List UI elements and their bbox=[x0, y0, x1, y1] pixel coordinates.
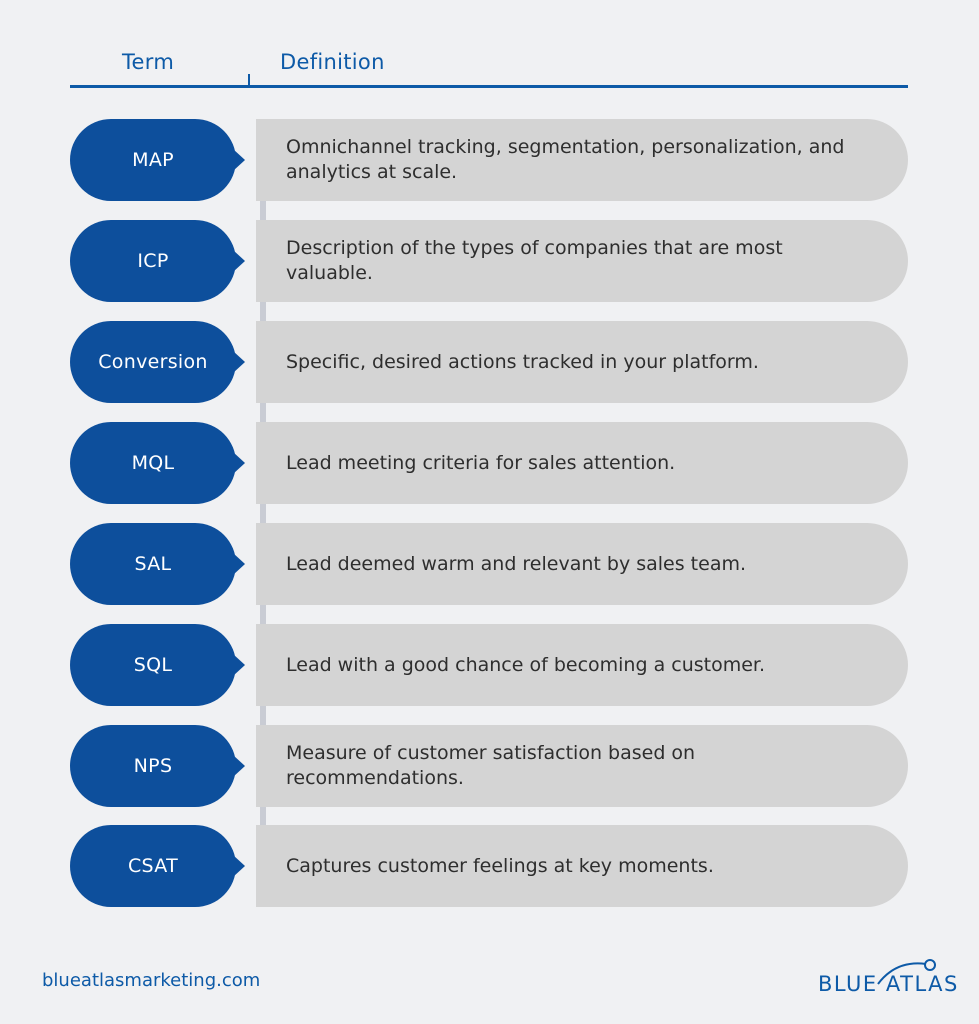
glossary-row-sql: Lead with a good chance of becoming a cu… bbox=[70, 624, 908, 706]
definition-text: Description of the types of companies th… bbox=[286, 237, 783, 284]
glossary-row-conversion: Specific, desired actions tracked in you… bbox=[70, 321, 908, 403]
definition-cell: Description of the types of companies th… bbox=[256, 220, 908, 302]
definition-text: Specific, desired actions tracked in you… bbox=[286, 350, 759, 373]
arrow-pointer-icon bbox=[233, 149, 245, 171]
term-text: MAP bbox=[132, 149, 174, 171]
header-definition-label: Definition bbox=[280, 50, 385, 74]
term-pill: CSAT bbox=[70, 825, 236, 907]
term-pill: Conversion bbox=[70, 321, 236, 403]
definition-cell: Measure of customer satisfaction based o… bbox=[256, 725, 908, 807]
definition-text: Lead meeting criteria for sales attentio… bbox=[286, 451, 676, 474]
blue-atlas-logo: BLUE ATLAS bbox=[818, 956, 957, 1000]
arrow-pointer-icon bbox=[233, 351, 245, 373]
term-text: SAL bbox=[134, 553, 172, 575]
definition-cell: Lead deemed warm and relevant by sales t… bbox=[256, 523, 908, 605]
definition-cell: Lead meeting criteria for sales attentio… bbox=[256, 422, 908, 504]
term-pill: SAL bbox=[70, 523, 236, 605]
glossary-row-mql: Lead meeting criteria for sales attentio… bbox=[70, 422, 908, 504]
term-text: Conversion bbox=[98, 351, 208, 373]
term-text: NPS bbox=[133, 755, 173, 777]
glossary-row-nps: Measure of customer satisfaction based o… bbox=[70, 725, 908, 807]
vertical-divider bbox=[260, 119, 266, 907]
arrow-pointer-icon bbox=[233, 250, 245, 272]
table-header: Term Definition bbox=[70, 48, 908, 88]
logo-text: BLUE ATLAS bbox=[818, 972, 959, 996]
glossary-row-csat: Captures customer feelings at key moment… bbox=[70, 825, 908, 907]
term-pill: ICP bbox=[70, 220, 236, 302]
term-pill: MAP bbox=[70, 119, 236, 201]
arrow-pointer-icon bbox=[233, 755, 245, 777]
website-link[interactable]: blueatlasmarketing.com bbox=[42, 970, 261, 991]
definition-text: Omnichannel tracking, segmentation, pers… bbox=[286, 136, 845, 183]
definition-cell: Lead with a good chance of becoming a cu… bbox=[256, 624, 908, 706]
term-text: MQL bbox=[131, 452, 175, 474]
definition-text: Lead deemed warm and relevant by sales t… bbox=[286, 552, 747, 575]
term-text: CSAT bbox=[127, 855, 178, 877]
term-text: SQL bbox=[133, 654, 173, 676]
glossary-row-map: Omnichannel tracking, segmentation, pers… bbox=[70, 119, 908, 201]
term-pill: MQL bbox=[70, 422, 236, 504]
arrow-pointer-icon bbox=[233, 553, 245, 575]
term-pill: SQL bbox=[70, 624, 236, 706]
definition-text: Measure of customer satisfaction based o… bbox=[286, 742, 696, 789]
header-divider-tick bbox=[248, 74, 250, 86]
glossary-row-sal: Lead deemed warm and relevant by sales t… bbox=[70, 523, 908, 605]
header-term-label: Term bbox=[122, 50, 175, 74]
globe-arc-icon bbox=[877, 959, 936, 985]
term-text: ICP bbox=[137, 250, 169, 272]
arrow-pointer-icon bbox=[233, 654, 245, 676]
definition-cell: Omnichannel tracking, segmentation, pers… bbox=[256, 119, 908, 201]
definition-text: Captures customer feelings at key moment… bbox=[286, 854, 714, 877]
term-pill: NPS bbox=[70, 725, 236, 807]
definition-cell: Specific, desired actions tracked in you… bbox=[256, 321, 908, 403]
arrow-pointer-icon bbox=[233, 855, 245, 877]
arrow-pointer-icon bbox=[233, 452, 245, 474]
definition-text: Lead with a good chance of becoming a cu… bbox=[286, 653, 766, 676]
definition-cell: Captures customer feelings at key moment… bbox=[256, 825, 908, 907]
glossary-row-icp: Description of the types of companies th… bbox=[70, 220, 908, 302]
